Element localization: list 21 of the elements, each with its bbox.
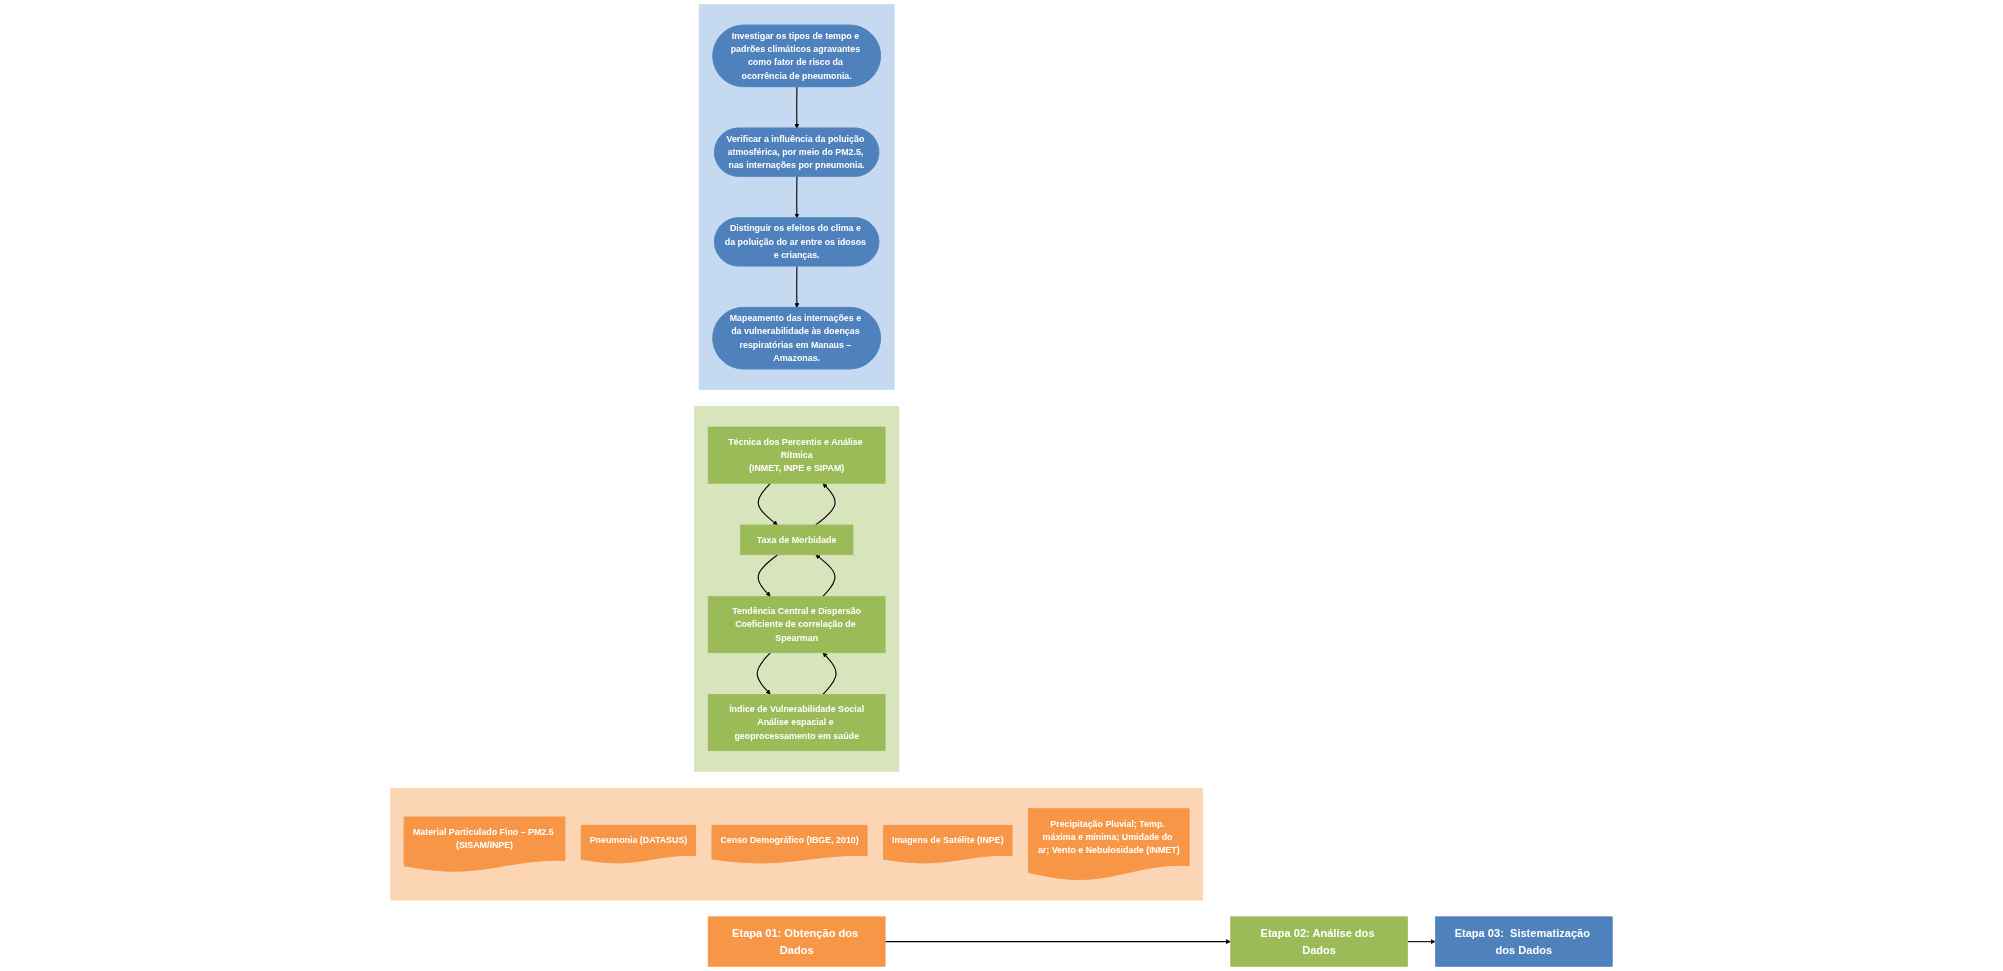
arrow (757, 482, 778, 526)
node-box: Etapa 01: Obtenção dos Dados (707, 916, 886, 967)
arrow (815, 483, 836, 526)
arrow (815, 554, 836, 597)
cluster (698, 4, 895, 390)
node-box: Técnica dos Percentis e Análise Rítmica (INMET, INPE e SIPAM) (707, 426, 886, 484)
arrow (1407, 939, 1436, 945)
arrow (757, 554, 779, 597)
node-box: Tendência Central e Dispersão Coeficiente de correlação de Spearman (707, 596, 886, 654)
node-box: Taxa de Morbidade (740, 524, 854, 556)
arrow (884, 939, 1231, 945)
arrow (822, 652, 837, 695)
node-box: Índice de Vulnerabilidade Social Análise espacial e geoprocessamento em saúde (707, 694, 886, 751)
node-box: Etapa 02: Análise dos Dados (1230, 916, 1408, 967)
cluster (694, 405, 900, 772)
arrow (794, 265, 800, 308)
cluster (390, 787, 1204, 901)
arrow (794, 86, 800, 129)
arrow (794, 176, 800, 219)
node-box: Etapa 03: Sistematização dos Dados (1435, 916, 1613, 967)
arrow (756, 652, 771, 695)
